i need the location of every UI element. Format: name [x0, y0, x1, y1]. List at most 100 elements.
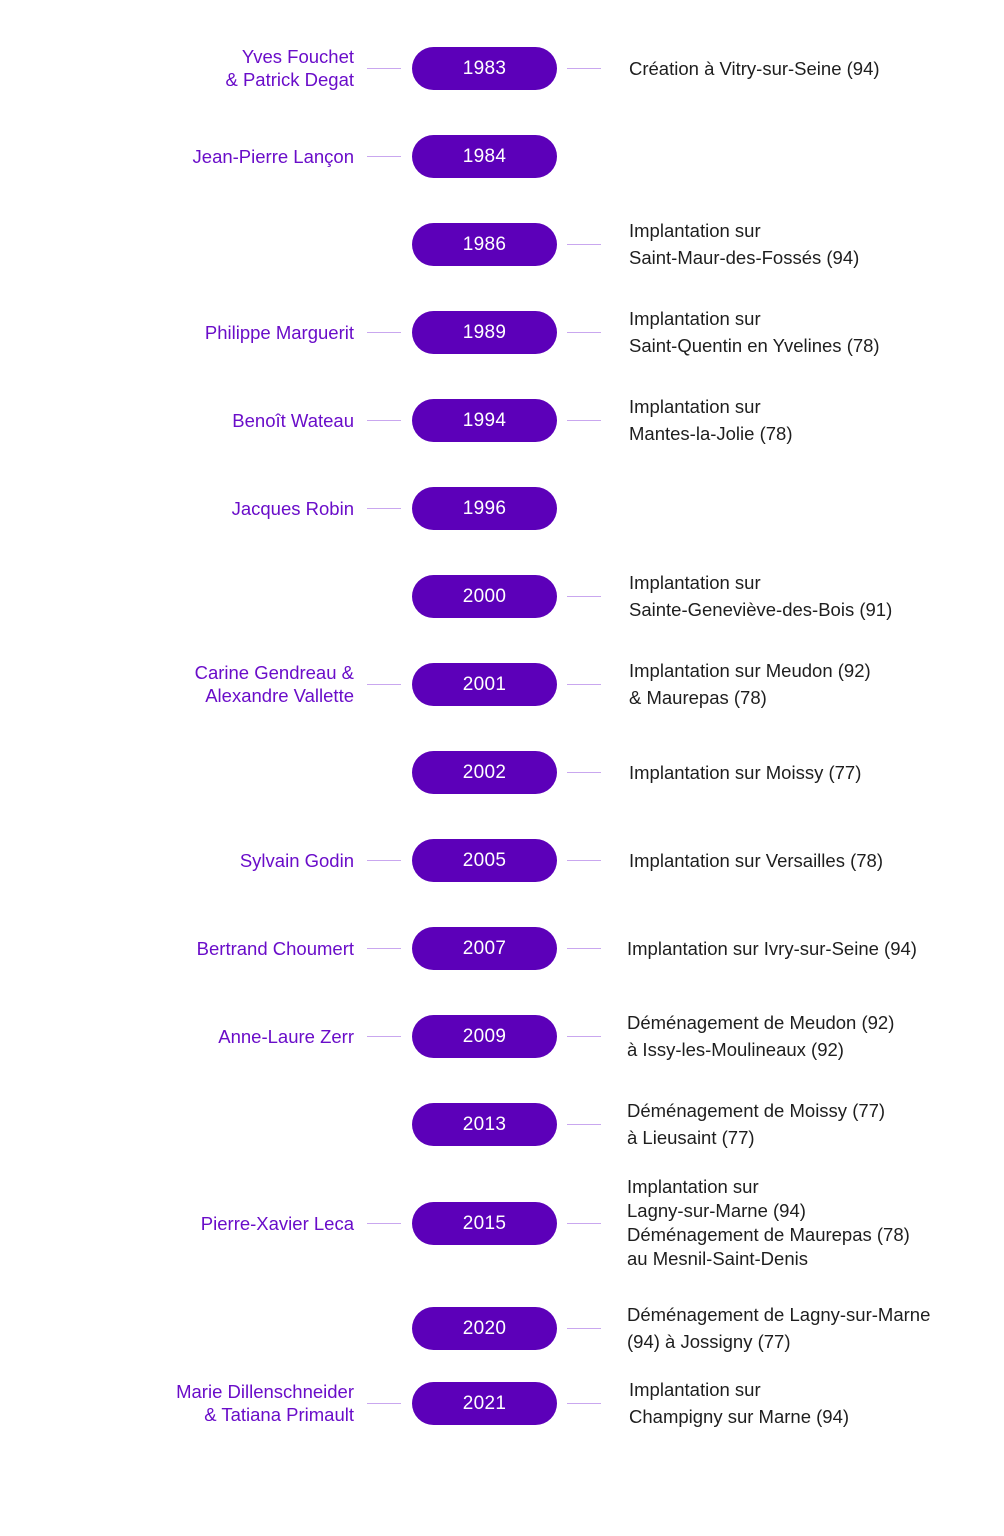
people-label: Pierre-Xavier Leca	[201, 1212, 354, 1235]
year-pill: 2020	[412, 1307, 557, 1350]
year-pill: 2002	[412, 751, 557, 794]
connector-right	[567, 684, 601, 685]
year-pill: 2013	[412, 1103, 557, 1146]
connector-right	[567, 420, 601, 421]
connector-right	[567, 1403, 601, 1404]
event-description: Implantation sur Moissy (77)	[629, 759, 861, 786]
event-line: à Issy-les-Moulineaux (92)	[627, 1039, 844, 1060]
person-name: Benoît Wateau	[232, 409, 354, 431]
people-label: Jean-Pierre Lançon	[193, 145, 354, 168]
event-line: Déménagement de Lagny-sur-Marne	[627, 1304, 931, 1325]
people-label: Benoît Wateau	[232, 409, 354, 432]
people-label: Carine Gendreau &Alexandre Vallette	[195, 661, 354, 707]
event-line: Déménagement de Maurepas (78)	[627, 1224, 910, 1245]
event-description: Implantation sur Ivry-sur-Seine (94)	[627, 935, 917, 962]
event-line: à Lieusaint (77)	[627, 1127, 755, 1148]
person-name: & Patrick Degat	[225, 69, 354, 90]
people-label: Sylvain Godin	[240, 849, 354, 872]
connector-right	[567, 948, 601, 949]
year-pill: 1986	[412, 223, 557, 266]
connector-left	[367, 684, 401, 685]
event-line: Implantation sur Versailles (78)	[629, 849, 883, 871]
person-name: Jean-Pierre Lançon	[192, 145, 354, 167]
year-pill: 2021	[412, 1382, 557, 1425]
year-pill: 2015	[412, 1202, 557, 1245]
connector-left	[367, 1403, 401, 1404]
year-pill: 2000	[412, 575, 557, 618]
connector-right	[567, 860, 601, 861]
connector-left	[367, 156, 401, 157]
connector-left	[367, 332, 401, 333]
event-line: Implantation sur Meudon (92)	[629, 660, 871, 681]
year-pill: 1984	[412, 135, 557, 178]
people-label: Anne-Laure Zerr	[218, 1025, 354, 1048]
people-label: Marie Dillenschneider& Tatiana Primault	[176, 1380, 354, 1426]
event-description: Implantation sur Meudon (92) & Maurepas (…	[629, 657, 871, 711]
event-line: Implantation sur	[629, 572, 761, 593]
person-name: Alexandre Vallette	[205, 685, 354, 706]
connector-left	[367, 68, 401, 69]
event-line: Implantation sur	[629, 396, 761, 417]
person-name: Jacques Robin	[231, 497, 354, 519]
person-name: Carine Gendreau &	[194, 662, 354, 683]
person-name: Pierre-Xavier Leca	[200, 1212, 354, 1234]
connector-right	[567, 1328, 601, 1329]
event-description: Déménagement de Meudon (92) à Issy-les-Mo…	[627, 1009, 894, 1063]
connector-left	[367, 860, 401, 861]
connector-left	[367, 508, 401, 509]
connector-left	[367, 1036, 401, 1037]
connector-right	[567, 332, 601, 333]
person-name: Yves Fouchet	[241, 46, 354, 67]
event-line: Déménagement de Meudon (92)	[627, 1012, 895, 1033]
person-name: Marie Dillenschneider	[176, 1381, 354, 1402]
event-line: Implantation sur	[629, 220, 761, 241]
connector-left	[367, 948, 401, 949]
event-line: Champigny sur Marne (94)	[629, 1406, 850, 1427]
event-line: Saint-Maur-des-Fossés (94)	[629, 247, 860, 268]
connector-right	[567, 596, 601, 597]
event-line: Déménagement de Moissy (77)	[627, 1100, 886, 1121]
event-line: Implantation sur	[629, 308, 761, 329]
event-line: (94) à Jossigny (77)	[627, 1331, 791, 1352]
year-pill: 1989	[412, 311, 557, 354]
event-description: Déménagement de Moissy (77) à Lieusaint (…	[627, 1097, 885, 1151]
people-label: Jacques Robin	[232, 497, 354, 520]
person-name: Anne-Laure Zerr	[218, 1025, 354, 1047]
year-pill: 1983	[412, 47, 557, 90]
year-pill: 1996	[412, 487, 557, 530]
year-pill: 2007	[412, 927, 557, 970]
connector-right	[567, 772, 601, 773]
year-pill: 2005	[412, 839, 557, 882]
people-label: Bertrand Choumert	[197, 937, 354, 960]
person-name: Bertrand Choumert	[196, 937, 354, 959]
event-line: Implantation sur	[627, 1176, 759, 1197]
person-name: Philippe Marguerit	[204, 321, 354, 343]
event-description: Déménagement de Lagny-sur-Marne (94) à Jo…	[627, 1301, 930, 1355]
event-line: Implantation sur	[629, 1379, 761, 1400]
year-pill: 2009	[412, 1015, 557, 1058]
event-line: au Mesnil-Saint-Denis	[627, 1248, 808, 1269]
event-line: Sainte-Geneviève-des-Bois (91)	[629, 599, 893, 620]
event-line: Implantation sur Moissy (77)	[629, 761, 862, 783]
people-label: Philippe Marguerit	[205, 321, 354, 344]
person-name: Sylvain Godin	[239, 849, 354, 871]
year-pill: 2001	[412, 663, 557, 706]
connector-right	[567, 244, 601, 245]
event-line: & Maurepas (78)	[629, 687, 767, 708]
connector-right	[567, 1124, 601, 1125]
event-line: Implantation sur Ivry-sur-Seine (94)	[627, 937, 917, 959]
people-label: Yves Fouchet& Patrick Degat	[225, 45, 354, 91]
connector-left	[367, 420, 401, 421]
connector-right	[567, 1223, 601, 1224]
connector-right	[567, 1036, 601, 1037]
year-pill: 1994	[412, 399, 557, 442]
event-line: Création à Vitry-sur-Seine (94)	[629, 57, 880, 79]
event-line: Mantes-la-Jolie (78)	[629, 423, 793, 444]
